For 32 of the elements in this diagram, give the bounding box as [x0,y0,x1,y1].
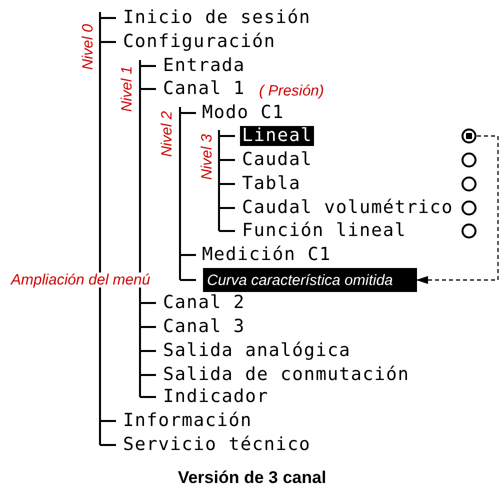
menu-item: Medición C1 [202,246,332,264]
menu-item: Entrada [163,57,246,75]
selected-menu-item: Lineal [240,126,314,146]
menu-item: Tabla [242,175,301,193]
level-label: Nivel 3 [200,134,214,180]
level-label: Nivel 2 [160,111,174,157]
menu-item: Indicador [163,388,269,406]
radio-button [461,176,477,192]
menu-item: Servicio técnico [123,436,311,454]
level-label: Nivel 0 [80,24,96,70]
menu-item: Canal 1 [163,80,246,98]
menu-item: Salida analógica [163,342,351,360]
menu-item: Información [123,412,252,430]
caption: Versión de 3 canal [176,468,328,488]
menu-item: Función lineal [242,222,406,240]
highlighted-menu-item: Curva característica omitida [203,268,417,292]
menu-item: Salida de conmutación [163,366,410,384]
note-text: Ampliación del menú [10,272,152,288]
menu-item: Caudal volumétrico [242,199,454,217]
radio-button [461,200,477,216]
menu-item: Inicio de sesión [123,9,311,27]
menu-item: Canal 2 [163,294,246,312]
radio-button [461,223,477,239]
dashed-arrow [416,135,499,284]
menu-item: Modo C1 [202,104,284,122]
note-text: ( Presión) [258,84,326,98]
selected-radio-button [461,128,477,144]
level-label: Nivel 1 [120,66,134,112]
menu-item: Canal 3 [163,318,246,336]
menu-item: Configuración [123,33,276,51]
radio-button [461,152,477,168]
menu-item: Caudal [242,151,312,169]
